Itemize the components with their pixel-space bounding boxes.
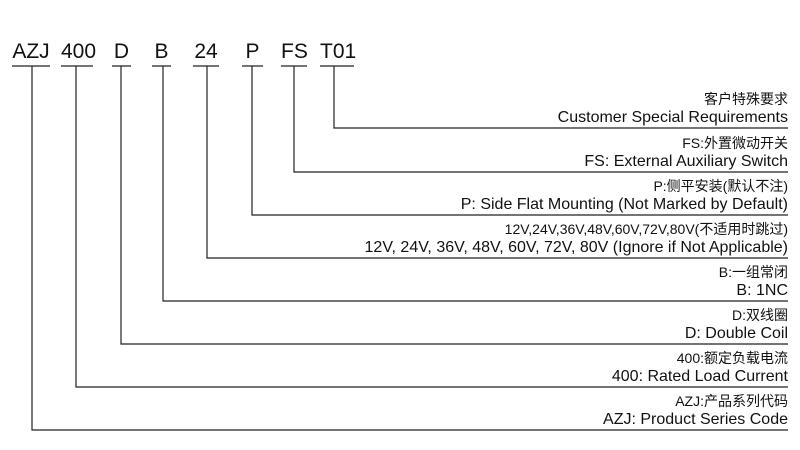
description-azj: AZJ:产品系列代码 AZJ: Product Series Code (603, 393, 788, 429)
description-400-en: 400: Rated Load Current (611, 368, 788, 385)
description-b: B:一组常闭 B: 1NC (719, 264, 788, 300)
description-azj-en: AZJ: Product Series Code (603, 411, 788, 428)
description-b-en: B: 1NC (736, 282, 788, 299)
description-fs-zh: FS:外置微动开关 (682, 135, 788, 151)
description-d-zh: D:双线圈 (732, 307, 788, 323)
code-segment-fs: FS (281, 40, 308, 63)
description-24-en: 12V, 24V, 36V, 48V, 60V, 72V, 80V (Ignor… (364, 239, 788, 256)
description-d-en: D: Double Coil (684, 325, 788, 342)
code-segment-b: B (154, 40, 169, 63)
leader-t01 (333, 66, 788, 129)
leader-400 (75, 66, 788, 388)
description-p-zh: P:侧平安装(默认不注) (653, 178, 788, 194)
code-segment-t01: T01 (320, 40, 357, 63)
leader-fs (293, 66, 788, 173)
leader-d (120, 66, 788, 345)
code-segment-24: 24 (194, 40, 218, 63)
description-24-zh: 12V,24V,36V,48V,60V,72V,80V(不适用时跳过) (504, 221, 788, 237)
leader-azj (31, 66, 788, 431)
description-fs: FS:外置微动开关 FS: External Auxiliary Switch (584, 135, 788, 171)
description-p-en: P: Side Flat Mounting (Not Marked by Def… (460, 196, 788, 213)
leader-24 (206, 66, 788, 259)
code-segment-400: 400 (61, 40, 97, 63)
description-t01: 客户特殊要求 Customer Special Requirements (558, 91, 788, 127)
description-azj-zh: AZJ:产品系列代码 (675, 393, 788, 409)
description-t01-en: Customer Special Requirements (557, 109, 788, 126)
description-24: 12V,24V,36V,48V,60V,72V,80V(不适用时跳过) 12V,… (365, 221, 788, 257)
code-segment-p: P (245, 40, 260, 63)
code-segment-d: D (113, 40, 130, 63)
description-400-zh: 400:额定负载电流 (676, 350, 788, 366)
description-t01-zh: 客户特殊要求 (704, 91, 788, 107)
description-b-zh: B:一组常闭 (718, 264, 788, 280)
code-segment-azj: AZJ (12, 40, 50, 63)
description-d: D:双线圈 D: Double Coil (685, 307, 788, 343)
leader-p (251, 66, 788, 216)
description-p: P:侧平安装(默认不注) P: Side Flat Mounting (Not … (461, 178, 788, 214)
leader-b (162, 66, 788, 302)
description-400: 400:额定负载电流 400: Rated Load Current (612, 350, 788, 386)
description-fs-en: FS: External Auxiliary Switch (584, 153, 788, 170)
